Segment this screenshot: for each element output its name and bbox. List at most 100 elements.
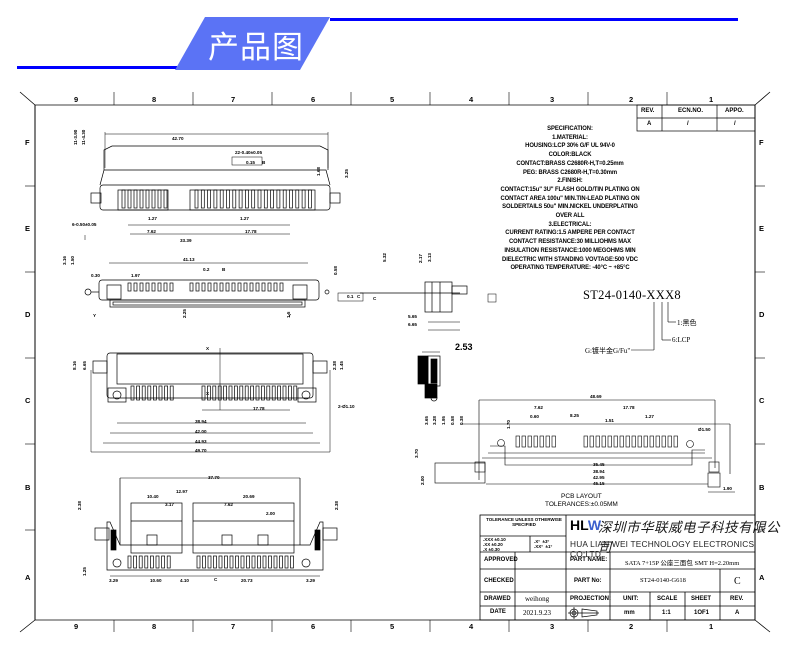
dimension-label: 11-4.30 bbox=[81, 129, 86, 145]
part-no-value: ST24-0140-G618 bbox=[640, 577, 686, 584]
contact-fin bbox=[276, 189, 281, 209]
side-view bbox=[360, 281, 497, 331]
col-label: 5 bbox=[390, 622, 395, 631]
contact-fin bbox=[245, 189, 249, 209]
dimension-label: 3.65 bbox=[424, 416, 429, 425]
contact-fin bbox=[295, 189, 300, 209]
ecn-value: / bbox=[687, 121, 689, 127]
contact-fin bbox=[279, 555, 283, 569]
dimension-label: 3.28 bbox=[432, 416, 437, 425]
col-label: 6 bbox=[311, 95, 316, 104]
col-label: 2 bbox=[629, 95, 634, 104]
dimension-label: 2.25 bbox=[182, 309, 187, 318]
dimension-label: X bbox=[206, 391, 210, 396]
contact-fin bbox=[155, 555, 160, 569]
col-label: 8 bbox=[152, 95, 157, 104]
spec-line: INSULATION RESISTANCE:1000 MEGOHMS MIN bbox=[504, 246, 636, 254]
contact-fin bbox=[207, 385, 211, 401]
dimension-label: 8.25 bbox=[570, 413, 579, 418]
tolerance-header: TOLERANCE UNLESS OTHERWISE SPECIFIED bbox=[486, 517, 562, 527]
dimension-label: 42.70 bbox=[172, 136, 184, 141]
pcb-pad bbox=[595, 435, 600, 448]
dimension-label: 41.13 bbox=[183, 257, 195, 262]
contact-fin bbox=[158, 385, 163, 401]
row-label: A bbox=[759, 573, 765, 582]
contact-fin bbox=[150, 555, 154, 569]
code-legend-color: 1:黑色 bbox=[677, 319, 697, 327]
dimension-label: 6.65 bbox=[408, 322, 417, 327]
dimension-label: 2.00 bbox=[420, 476, 425, 485]
dimension-label: 1.51 bbox=[605, 418, 614, 423]
approved-label: APPROVED bbox=[484, 557, 518, 563]
spec-line: 3.ELECTRICAL: bbox=[548, 220, 592, 228]
contact-slot bbox=[163, 282, 168, 292]
contact-fin bbox=[218, 555, 223, 569]
contact-fin bbox=[263, 189, 268, 209]
contact-fin bbox=[200, 189, 205, 209]
contact-fin bbox=[282, 189, 287, 209]
col-label: 7 bbox=[231, 622, 236, 631]
contact-fin bbox=[201, 385, 206, 401]
pcb-pad bbox=[631, 435, 636, 448]
contact-slot bbox=[255, 282, 260, 292]
contact-fin bbox=[145, 189, 150, 209]
dimension-label: 17.78 bbox=[623, 405, 635, 410]
pcb-pad bbox=[607, 435, 612, 448]
dimension-label: 0.2 bbox=[203, 267, 210, 272]
date-label: DATE bbox=[490, 609, 506, 615]
spec-line: CONTACT:15u" 3U" FLASH GOLD/TIN PLATING … bbox=[500, 185, 640, 193]
spec-line: OVER ALL bbox=[555, 212, 585, 220]
contact-fin bbox=[147, 385, 152, 401]
part-name-value: SATA 7+15P 公座三面包 SMT H=2.20mm bbox=[625, 560, 740, 567]
pcb-layout bbox=[434, 399, 735, 493]
contact-fin bbox=[234, 385, 238, 401]
col-label: 3 bbox=[550, 622, 555, 631]
title-block-frame bbox=[479, 514, 756, 621]
spec-line: CONTACT RESISTANCE:30 MILLIOHMS MAX bbox=[508, 238, 631, 246]
contact-fin bbox=[163, 189, 168, 209]
dimension-label: X bbox=[206, 346, 210, 351]
contact-slot bbox=[225, 282, 230, 292]
pcb-pad bbox=[515, 435, 520, 448]
row-label: A bbox=[25, 573, 31, 582]
dimension-label: 0.38 bbox=[459, 416, 464, 425]
dimension-label: 2.38 bbox=[77, 501, 82, 510]
dimension-label: 1.70 bbox=[506, 420, 511, 429]
pcb-caption-title: PCB LAYOUT bbox=[561, 493, 602, 500]
dimension-label: 1.45 bbox=[339, 361, 344, 370]
contact-slot bbox=[133, 282, 138, 292]
contact-slot bbox=[145, 282, 150, 292]
contact-fin bbox=[251, 189, 256, 209]
contact-fin bbox=[284, 555, 289, 569]
contact-slot bbox=[139, 282, 144, 292]
contact-fin bbox=[153, 385, 157, 401]
dimension-label: 3.29 bbox=[306, 578, 315, 583]
contact-fin bbox=[226, 189, 230, 209]
bottom-view bbox=[90, 348, 331, 453]
dimension-label: 7.62 bbox=[224, 502, 233, 507]
dimension-label: 0.58 bbox=[450, 416, 455, 425]
rev-header: REV. bbox=[641, 108, 655, 114]
row-label: D bbox=[759, 310, 765, 319]
contact-fin bbox=[121, 189, 126, 209]
code-legend-plating: G:镀半金G/Fu" bbox=[585, 347, 631, 355]
dimension-label: 38.94 bbox=[593, 469, 605, 474]
spec-line: SPECIFICATION: bbox=[547, 125, 593, 132]
row-label: C bbox=[25, 396, 31, 405]
contact-fin bbox=[262, 555, 267, 569]
pcb-pad bbox=[613, 435, 618, 448]
banner-line-right bbox=[330, 18, 738, 21]
dimension-label: 45.15 bbox=[593, 481, 605, 486]
spec-line: CONTACT AREA 100u" MIN.TIN-LEAD PLATING … bbox=[500, 194, 640, 202]
pcb-pad bbox=[527, 435, 532, 448]
col-label: 4 bbox=[469, 95, 474, 104]
dimension-label: 0.58 bbox=[333, 266, 338, 275]
contact-fin bbox=[290, 555, 294, 569]
rev-value: A bbox=[735, 610, 740, 616]
dimension-label: 6-0.50±0.05 bbox=[72, 222, 97, 227]
spec-line: CONTACT:BRASS C2680R-H,T=0.25mm bbox=[516, 159, 624, 167]
dimension-label: 2.00 bbox=[266, 511, 275, 516]
dimension-label: Ø1.50 bbox=[698, 427, 711, 432]
checked-label: CHECKED bbox=[484, 578, 514, 584]
contact-fin bbox=[282, 385, 287, 401]
